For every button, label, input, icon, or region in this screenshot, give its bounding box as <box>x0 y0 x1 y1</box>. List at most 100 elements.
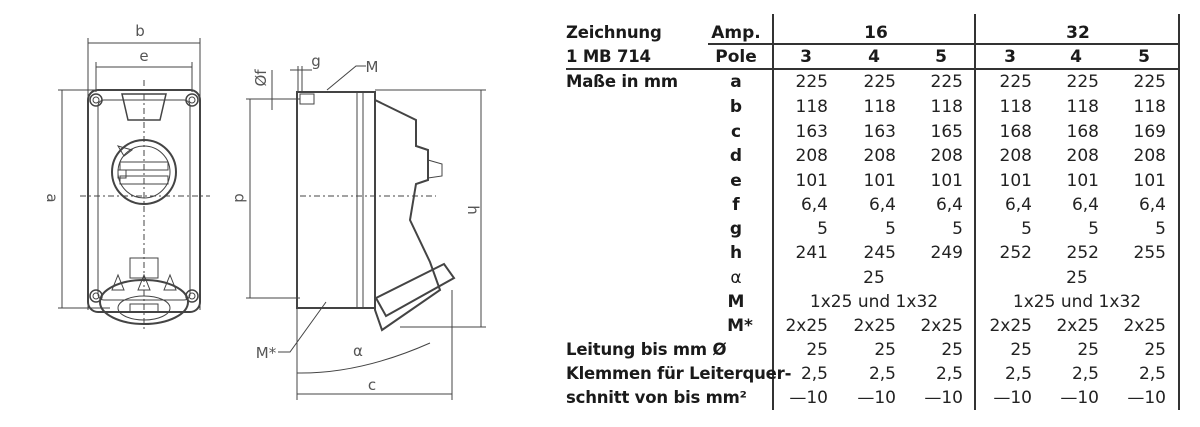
cell: 25 <box>1077 340 1099 360</box>
row-key: f <box>732 195 740 215</box>
pole-16-4: 4 <box>868 47 880 67</box>
cell: 241 <box>795 243 828 263</box>
cell: 208 <box>1133 146 1166 166</box>
cell: 169 <box>1133 122 1166 142</box>
dim-label-a: a <box>43 193 61 202</box>
table-row-alpha: α 25 25 <box>566 267 1186 289</box>
table-row-m: M 1x25 und 1x32 1x25 und 1x32 <box>566 291 1186 313</box>
cell: —10 <box>1060 388 1099 408</box>
table-row-klemmen-2: schnitt von bis mm² —10 —10 —10 —10 —10 … <box>566 387 1186 409</box>
alpha-16: 25 <box>863 268 885 288</box>
cell: 6,4 <box>868 195 896 215</box>
cell: 5 <box>817 219 828 239</box>
cell: 101 <box>1066 171 1099 191</box>
table-row: h 241 245 249 252 252 255 <box>566 242 1186 264</box>
cell: 118 <box>795 97 828 117</box>
cell: 101 <box>863 171 896 191</box>
row-key: a <box>730 72 742 92</box>
cell: 208 <box>1066 146 1099 166</box>
row-key: e <box>730 171 742 191</box>
row-key: c <box>730 122 742 142</box>
table-row-leitung: Leitung bis mm Ø 25 25 25 25 25 25 <box>566 339 1186 361</box>
cell: 225 <box>863 72 896 92</box>
cell: 2x25 <box>785 316 828 336</box>
section-label: Maße in mm <box>566 72 678 91</box>
cell: 165 <box>930 122 963 142</box>
cell: —10 <box>1127 388 1166 408</box>
cell: —10 <box>924 388 963 408</box>
cell: 2x25 <box>1056 316 1099 336</box>
zeichnung-label: Zeichnung <box>566 23 662 42</box>
divider-h-amp <box>708 43 1180 45</box>
cell: 225 <box>999 72 1032 92</box>
cell: 25 <box>874 340 896 360</box>
row-key: d <box>729 146 743 166</box>
technical-drawing: b e a d Øf g M h M* α c <box>0 0 560 427</box>
cell: 2x25 <box>1123 316 1166 336</box>
amp-group-32: 32 <box>1066 23 1090 43</box>
table-row: b 118 118 118 118 118 118 <box>566 96 1186 118</box>
amp-group-16: 16 <box>864 23 888 43</box>
divider-v-1 <box>772 14 774 410</box>
pole-16-3: 3 <box>800 47 812 67</box>
cell: 225 <box>795 72 828 92</box>
cell: —10 <box>789 388 828 408</box>
cell: 2,5 <box>800 364 828 384</box>
socket-drawing-svg: b e a d Øf g M h M* α c <box>43 22 486 400</box>
table-row: c 163 163 165 168 168 169 <box>566 121 1186 143</box>
table-row: g 5 5 5 5 5 5 <box>566 218 1186 240</box>
pole-16-5: 5 <box>935 47 947 67</box>
table-row-klemmen-1: Klemmen für Leiterquer- 2,5 2,5 2,5 2,5 … <box>566 363 1186 385</box>
cell: 101 <box>999 171 1032 191</box>
cell: 6,4 <box>800 195 828 215</box>
cell: 2x25 <box>920 316 963 336</box>
cell: 2,5 <box>1004 364 1032 384</box>
cell: 225 <box>1133 72 1166 92</box>
cell: 245 <box>863 243 896 263</box>
klemmen-label-line2: schnitt von bis mm² <box>566 388 747 407</box>
section-label-row: Maße in mm <box>566 71 706 93</box>
table-row: d 208 208 208 208 208 208 <box>566 145 1186 167</box>
cell: 168 <box>1066 122 1099 142</box>
cell: 118 <box>930 97 963 117</box>
cell: 2,5 <box>1138 364 1166 384</box>
cell: 5 <box>1021 219 1032 239</box>
m-16: 1x25 und 1x32 <box>809 292 939 312</box>
cell: 6,4 <box>1004 195 1032 215</box>
cell: 2x25 <box>989 316 1032 336</box>
cell: 2,5 <box>935 364 963 384</box>
cell: 163 <box>795 122 828 142</box>
table-row: e 101 101 101 101 101 101 <box>566 170 1186 192</box>
cell: 25 <box>1144 340 1166 360</box>
dim-label-m-star: M* <box>256 344 277 362</box>
row-key: M <box>727 292 745 312</box>
row-key: g <box>729 219 743 239</box>
table-row-m-star: M* 2x25 2x25 2x25 2x25 2x25 2x25 <box>566 315 1186 337</box>
cell: 118 <box>999 97 1032 117</box>
cell: 208 <box>930 146 963 166</box>
cell: 118 <box>863 97 896 117</box>
dim-label-c: c <box>368 376 376 394</box>
cell: 6,4 <box>1071 195 1099 215</box>
amp-label: Amp. <box>711 23 761 43</box>
cell: 163 <box>863 122 896 142</box>
cell: 118 <box>1133 97 1166 117</box>
row-key: h <box>729 243 743 263</box>
table-row: f 6,4 6,4 6,4 6,4 6,4 6,4 <box>566 194 1186 216</box>
cell: 208 <box>863 146 896 166</box>
model-label: 1 MB 714 <box>566 47 651 66</box>
cell: 252 <box>1066 243 1099 263</box>
cell: 25 <box>806 340 828 360</box>
header-row-amp: Zeichnung Amp. 16 32 <box>566 22 1186 44</box>
cell: 118 <box>1066 97 1099 117</box>
dim-label-e: e <box>139 47 148 65</box>
cell: 252 <box>999 243 1032 263</box>
cell: 5 <box>1155 219 1166 239</box>
row-key: b <box>729 97 743 117</box>
leitung-label: Leitung bis mm Ø <box>566 340 727 359</box>
alpha-32: 25 <box>1066 268 1088 288</box>
pole-32-3: 3 <box>1004 47 1016 67</box>
m-32: 1x25 und 1x32 <box>1012 292 1142 312</box>
cell: 249 <box>930 243 963 263</box>
cell: 101 <box>795 171 828 191</box>
